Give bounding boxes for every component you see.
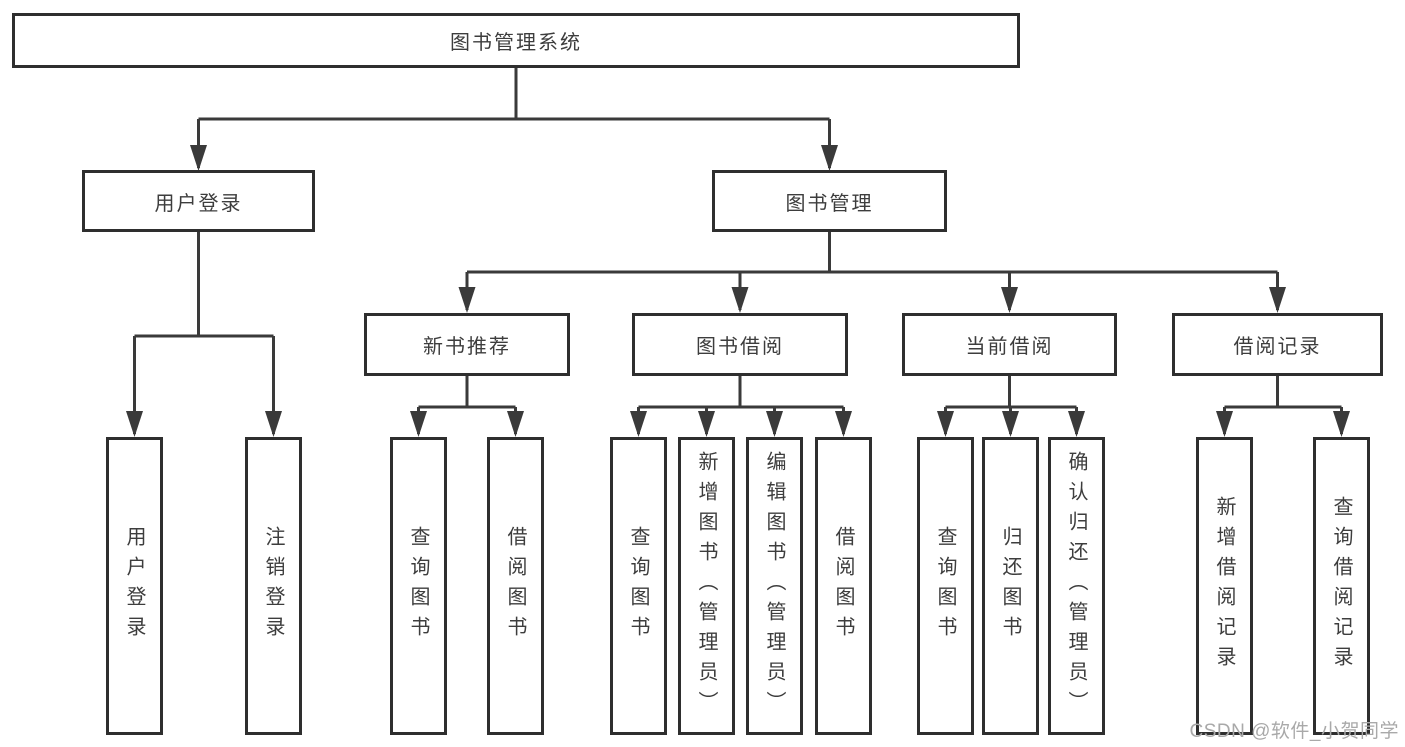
node-label: 归还图书	[999, 526, 1021, 646]
node-label: 确认归还（管理员）	[1065, 451, 1087, 721]
leaf-add-books-admin: 新增图书（管理员）	[678, 437, 735, 735]
leaf-borrow-books-recommend: 借阅图书	[487, 437, 544, 735]
node-current-borrow: 当前借阅	[902, 313, 1117, 376]
node-label: 用户登录	[154, 192, 243, 215]
leaf-logout: 注销登录	[245, 437, 302, 735]
connector-borrow-record-to-leaves	[1216, 376, 1350, 437]
connector-book-management-to-level3	[458, 232, 1286, 313]
node-borrow-record: 借阅记录	[1172, 313, 1383, 376]
leaf-query-books-current: 查询图书	[917, 437, 974, 735]
node-label: 用户登录	[123, 526, 145, 646]
leaf-query-books-recommend: 查询图书	[390, 437, 447, 735]
node-book-management: 图书管理	[712, 170, 947, 232]
connector-book-borrow-to-leaves	[630, 376, 852, 437]
connector-new-book-recommend-to-leaves	[410, 376, 524, 437]
leaf-add-borrow-record: 新增借阅记录	[1196, 437, 1253, 735]
node-label: 借阅图书	[504, 526, 526, 646]
leaf-user-login: 用户登录	[106, 437, 163, 735]
node-label: 借阅记录	[1233, 336, 1322, 358]
connector-user-login-to-leaves	[126, 232, 282, 437]
node-label: 新增图书（管理员）	[695, 451, 717, 721]
node-label: 查询图书	[934, 526, 956, 646]
node-user-login: 用户登录	[82, 170, 315, 232]
node-label: 查询图书	[627, 526, 649, 646]
csdn-watermark: CSDN @软件_小贺同学	[1189, 721, 1399, 742]
node-label: 查询图书	[407, 526, 429, 646]
node-library-management-system: 图书管理系统	[12, 13, 1020, 68]
node-label: 借阅图书	[832, 526, 854, 646]
node-label: 编辑图书（管理员）	[763, 451, 785, 721]
node-label: 图书借阅	[696, 336, 784, 358]
leaf-edit-books-admin: 编辑图书（管理员）	[746, 437, 803, 735]
node-label: 图书管理系统	[450, 32, 582, 54]
leaf-query-borrow-record: 查询借阅记录	[1313, 437, 1370, 735]
leaf-return-books: 归还图书	[982, 437, 1039, 735]
leaf-borrow-books: 借阅图书	[815, 437, 872, 735]
node-new-book-recommend: 新书推荐	[364, 313, 570, 376]
node-label: 查询借阅记录	[1330, 496, 1352, 676]
node-label: 注销登录	[262, 526, 284, 646]
connector-current-borrow-to-leaves	[937, 376, 1085, 437]
node-label: 新书推荐	[423, 336, 511, 358]
node-label: 图书管理	[785, 192, 874, 215]
leaf-confirm-return-admin: 确认归还（管理员）	[1048, 437, 1105, 735]
node-label: 当前借阅	[965, 336, 1054, 358]
connector-root-to-level2	[190, 68, 838, 171]
node-label: 新增借阅记录	[1213, 496, 1235, 676]
node-book-borrow: 图书借阅	[632, 313, 848, 376]
leaf-query-books-borrow: 查询图书	[610, 437, 667, 735]
